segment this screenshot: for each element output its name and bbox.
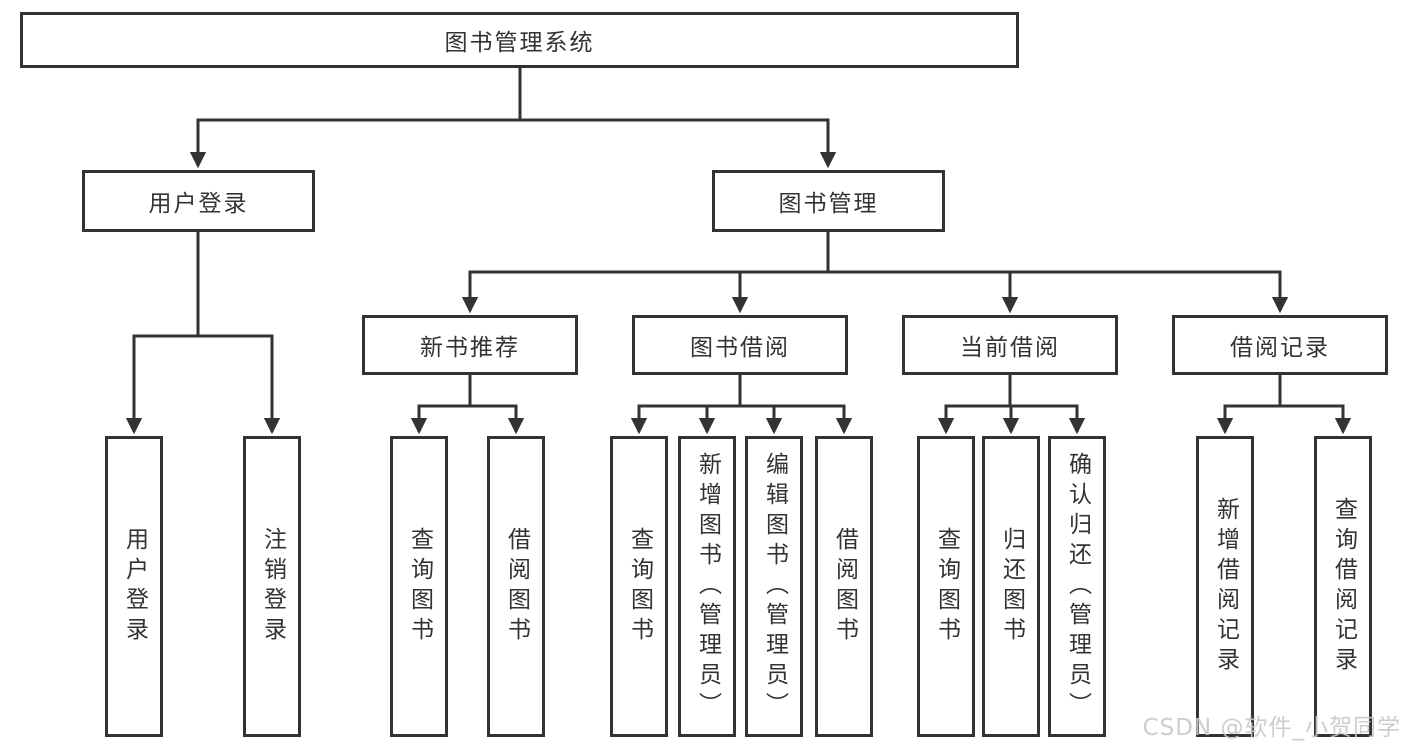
leaf-label: 查询图书 (626, 526, 653, 647)
leaf-confirm-return-admin: 确认归还（管理员） (1048, 436, 1106, 737)
leaf-label: 查询图书 (406, 526, 433, 647)
leaf-label: 查询借阅记录 (1330, 496, 1357, 677)
leaf-query-book-recommend: 查询图书 (390, 436, 448, 737)
node-user-login: 用户登录 (82, 170, 315, 232)
leaf-user-login: 用户登录 (105, 436, 163, 737)
leaf-label: 借阅图书 (503, 526, 530, 647)
leaf-edit-book-admin: 编辑图书（管理员） (745, 436, 803, 737)
leaf-label: 归还图书 (998, 526, 1025, 647)
leaf-label: 注销登录 (259, 526, 286, 647)
leaf-query-borrow-record: 查询借阅记录 (1314, 436, 1372, 737)
leaf-label: 新增借阅记录 (1212, 496, 1239, 677)
leaf-logout: 注销登录 (243, 436, 301, 737)
leaf-add-book-admin: 新增图书（管理员） (678, 436, 736, 737)
leaf-label: 编辑图书（管理员） (761, 451, 788, 722)
node-new-book-recommend: 新书推荐 (362, 315, 578, 375)
leaf-label: 新增图书（管理员） (694, 451, 721, 722)
node-current-borrow: 当前借阅 (902, 315, 1118, 375)
leaf-query-book-borrow: 查询图书 (610, 436, 668, 737)
leaf-label: 查询图书 (933, 526, 960, 647)
node-borrow-records: 借阅记录 (1172, 315, 1388, 375)
node-book-management: 图书管理 (712, 170, 945, 232)
csdn-watermark: CSDN @软件_小贺同学 (1142, 715, 1401, 741)
leaf-borrow-book-recommend: 借阅图书 (487, 436, 545, 737)
node-root-system: 图书管理系统 (20, 12, 1019, 68)
node-book-borrow: 图书借阅 (632, 315, 848, 375)
leaf-add-borrow-record: 新增借阅记录 (1196, 436, 1254, 737)
leaf-return-book: 归还图书 (982, 436, 1040, 737)
leaf-label: 用户登录 (121, 526, 148, 647)
leaf-borrow-book: 借阅图书 (815, 436, 873, 737)
leaf-label: 借阅图书 (831, 526, 858, 647)
leaf-query-book-current: 查询图书 (917, 436, 975, 737)
leaf-label: 确认归还（管理员） (1064, 451, 1091, 722)
